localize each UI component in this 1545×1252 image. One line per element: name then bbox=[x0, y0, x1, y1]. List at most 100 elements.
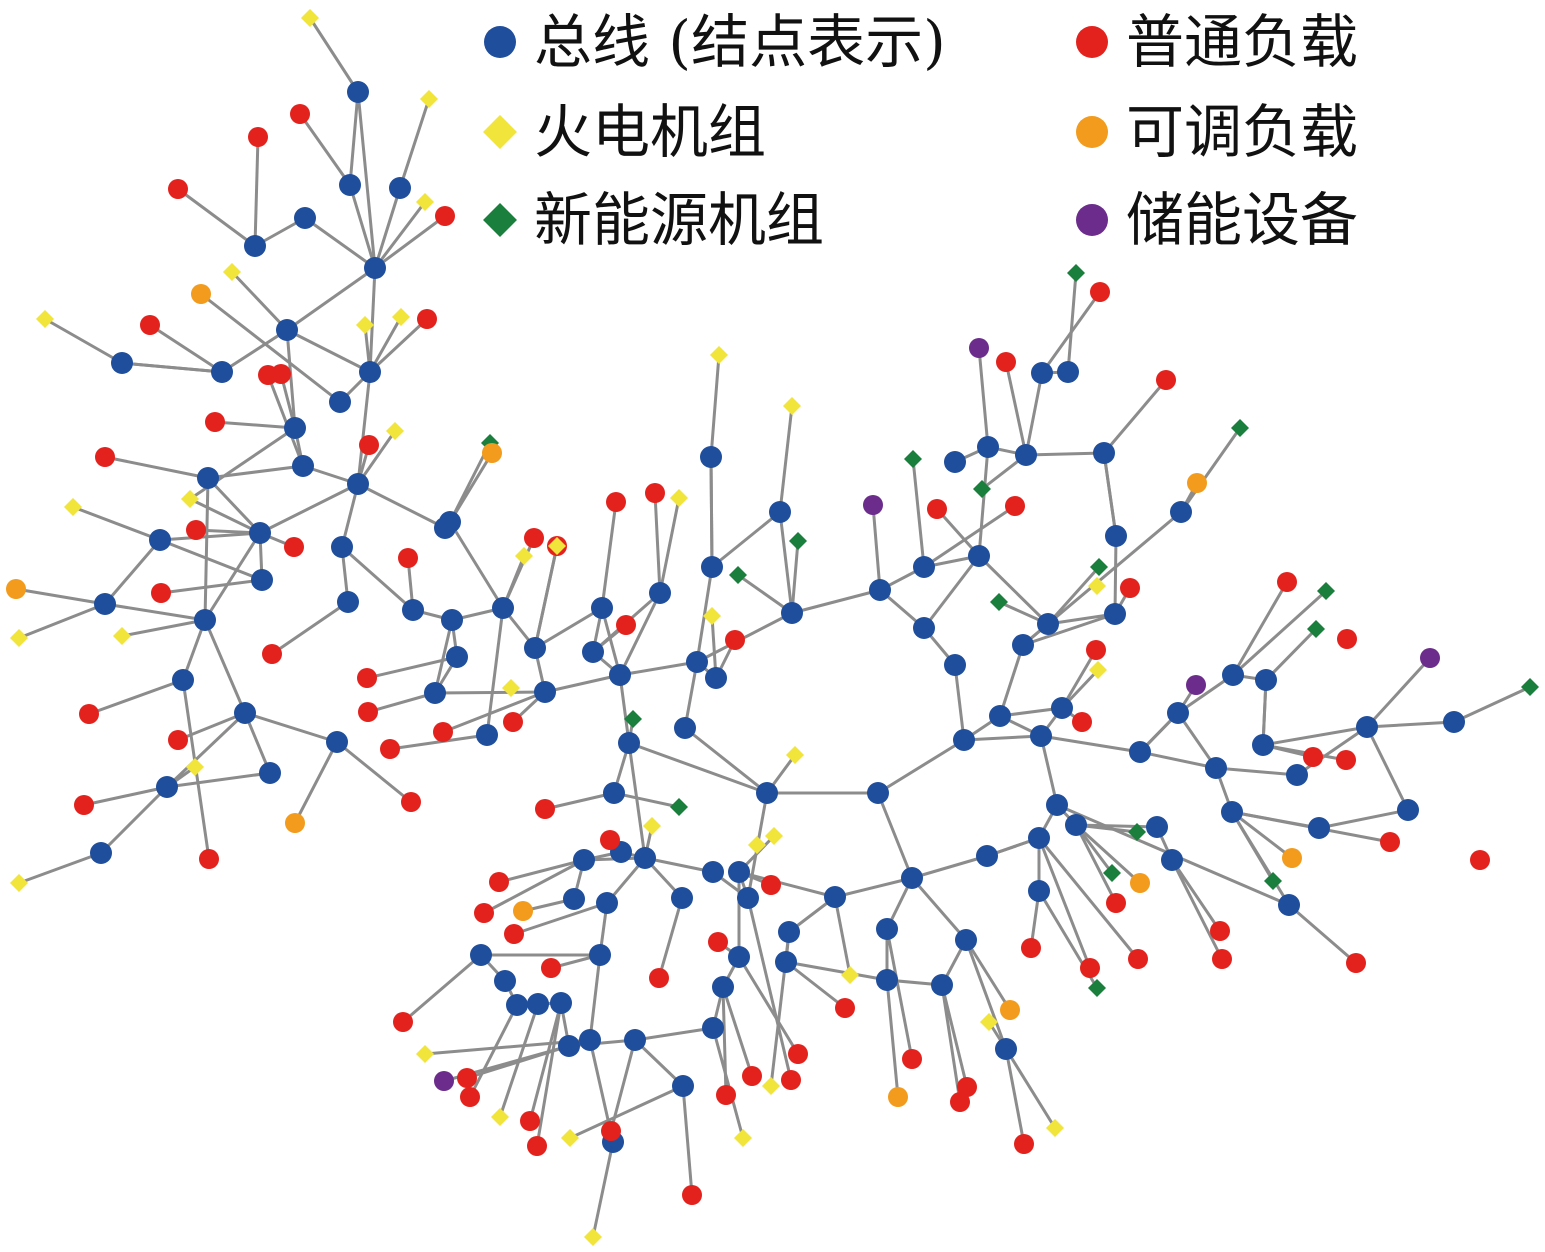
thermal-node bbox=[980, 1013, 998, 1031]
load-node bbox=[927, 499, 947, 519]
load-node bbox=[902, 1049, 922, 1069]
network-edge bbox=[1102, 379, 1168, 454]
network-edge bbox=[1179, 427, 1242, 513]
adjustable-node bbox=[191, 284, 211, 304]
network-edge bbox=[166, 771, 271, 789]
legend-label-renewable: 新能源机组 bbox=[534, 186, 825, 254]
bus-node bbox=[579, 1029, 601, 1051]
thermal-node bbox=[502, 679, 520, 697]
adjustable-node bbox=[482, 443, 502, 463]
bus-node bbox=[876, 918, 898, 940]
network-edge bbox=[1039, 735, 1059, 806]
bus-node bbox=[728, 861, 750, 883]
bus-node bbox=[944, 451, 966, 473]
bus-node bbox=[775, 951, 797, 973]
load-node bbox=[380, 739, 400, 759]
load-node bbox=[645, 483, 665, 503]
network-edge bbox=[885, 928, 914, 1060]
network-edge bbox=[1170, 859, 1224, 960]
network-edge bbox=[534, 606, 603, 650]
load-node bbox=[401, 792, 421, 812]
network-edge bbox=[569, 1084, 684, 1140]
bus-node bbox=[995, 1038, 1017, 1060]
network-edge bbox=[44, 317, 123, 365]
storage-node bbox=[1186, 675, 1206, 695]
renewable-node bbox=[670, 798, 688, 816]
load-node bbox=[168, 179, 188, 199]
bus-node bbox=[702, 861, 724, 883]
load-marker-icon bbox=[1076, 26, 1108, 58]
bus-node bbox=[1030, 725, 1052, 747]
load-node bbox=[504, 924, 524, 944]
storage-marker-icon bbox=[1076, 204, 1108, 236]
network-edge bbox=[1231, 810, 1293, 860]
network-edge bbox=[737, 573, 793, 615]
bus-node bbox=[1051, 697, 1073, 719]
network-edge bbox=[448, 452, 494, 523]
bus-node bbox=[1170, 501, 1192, 523]
thermal-node bbox=[64, 498, 82, 516]
network-edge bbox=[911, 854, 988, 880]
bus-node bbox=[244, 235, 266, 257]
bus-node bbox=[1161, 849, 1183, 871]
network-edge bbox=[964, 939, 1008, 1050]
network-edge bbox=[177, 711, 246, 742]
bus-node bbox=[712, 976, 734, 998]
load-node bbox=[524, 528, 544, 548]
network-edge bbox=[498, 858, 585, 884]
network-edge bbox=[709, 456, 714, 568]
network-edge bbox=[885, 979, 900, 1098]
bus-node bbox=[1356, 716, 1378, 738]
thermal-node bbox=[416, 1045, 434, 1063]
bus-node bbox=[700, 446, 722, 468]
bus-node bbox=[470, 944, 492, 966]
bus-node bbox=[778, 921, 800, 943]
bus-node bbox=[284, 417, 306, 439]
legend-label-adjustable: 可调负载 bbox=[1126, 98, 1359, 166]
load-node bbox=[151, 583, 171, 603]
bus-node bbox=[149, 529, 171, 551]
load-node bbox=[1156, 370, 1176, 390]
network-edge bbox=[834, 876, 913, 899]
load-node bbox=[950, 1092, 970, 1112]
legend-label-load: 普通负载 bbox=[1126, 8, 1359, 76]
bus-node bbox=[649, 582, 671, 604]
network-edge bbox=[389, 733, 488, 751]
bus-node bbox=[1308, 817, 1330, 839]
network-edge bbox=[633, 1038, 685, 1088]
bus-node bbox=[534, 681, 556, 703]
bus-node bbox=[364, 257, 386, 279]
bus-node bbox=[1065, 814, 1087, 836]
bus-node bbox=[931, 974, 953, 996]
network-edge bbox=[104, 455, 209, 480]
load-node bbox=[601, 1121, 621, 1141]
load-node bbox=[1086, 640, 1106, 660]
network-edge bbox=[910, 877, 968, 941]
thermal-node bbox=[1088, 577, 1106, 595]
bus-node bbox=[702, 1017, 724, 1039]
bus-node bbox=[197, 467, 219, 489]
thermal-node bbox=[734, 1129, 752, 1147]
bus-node bbox=[424, 682, 446, 704]
load-node bbox=[1337, 629, 1357, 649]
network-edge bbox=[1170, 859, 1222, 932]
bus-node bbox=[339, 174, 361, 196]
renewable-node bbox=[729, 566, 747, 584]
network-edge bbox=[448, 521, 505, 609]
network-edge bbox=[544, 791, 615, 811]
load-node bbox=[616, 615, 636, 635]
load-node bbox=[168, 730, 188, 750]
network-edge bbox=[88, 678, 184, 716]
network-edge bbox=[1177, 673, 1234, 715]
network-edge bbox=[1262, 725, 1368, 747]
load-node bbox=[835, 998, 855, 1018]
network-edge bbox=[286, 328, 371, 374]
bus-node bbox=[1105, 525, 1127, 547]
bus-node bbox=[671, 887, 693, 909]
network-edge bbox=[1366, 720, 1455, 729]
bus-node bbox=[172, 669, 194, 691]
network-edge bbox=[1102, 452, 1118, 537]
bus-node bbox=[913, 556, 935, 578]
network-edge bbox=[711, 1027, 745, 1139]
network-edge bbox=[528, 1002, 563, 1122]
